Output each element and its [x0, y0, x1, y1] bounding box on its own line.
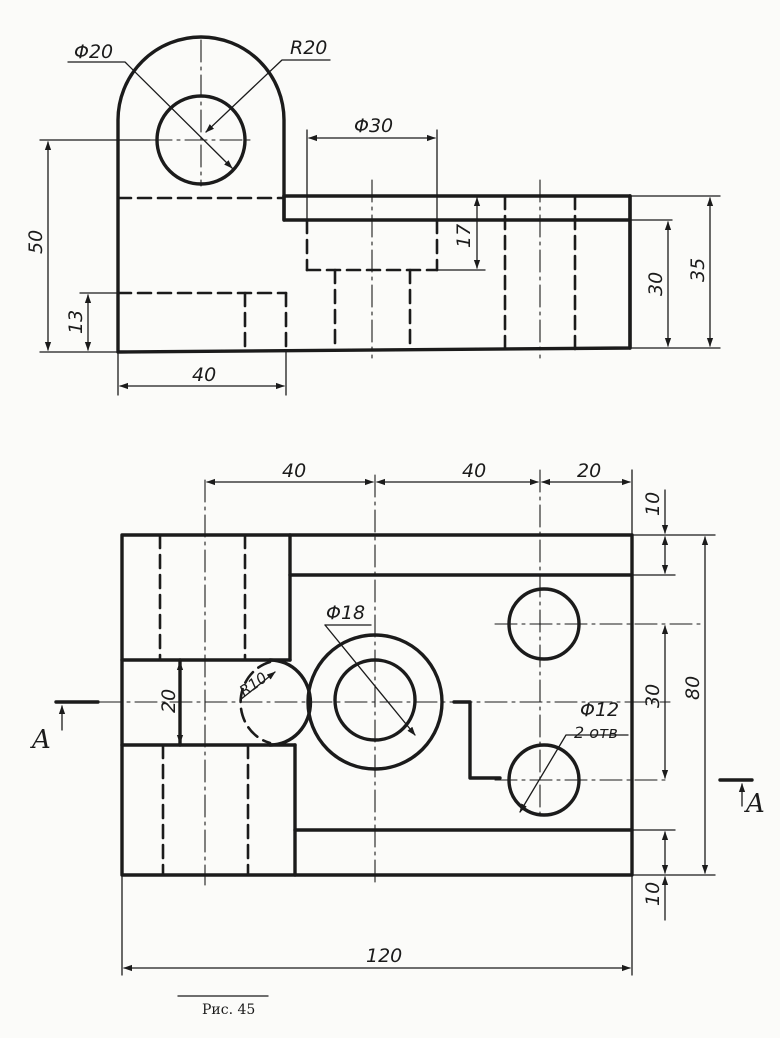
figure-caption: Рис. 45 — [202, 1002, 255, 1018]
section-marker-right — [718, 778, 754, 807]
front-axis-lines — [149, 39, 541, 359]
dim-front-r20: R20 — [290, 37, 327, 59]
dim-front-h30: 30 — [645, 272, 667, 296]
front-dimension-lines — [44, 59, 714, 390]
dim-top-h80: 80 — [682, 676, 704, 700]
dim-top-h10-bot: 10 — [642, 882, 664, 906]
dim-front-w40: 40 — [192, 364, 216, 386]
dim-top-w120: 120 — [366, 945, 402, 967]
top-axis-lines — [99, 469, 701, 886]
front-hidden-lines — [116, 194, 577, 354]
top-left-blocks — [120, 533, 313, 877]
section-label-left: A — [30, 725, 51, 755]
front-view-outline — [116, 35, 632, 354]
section-marker-left — [54, 700, 100, 731]
dim-top-h30: 30 — [642, 684, 664, 708]
dim-top-d12-qty: 2 отв — [574, 723, 618, 742]
top-view: A A 40 40 20 10 10 Φ18 R10 20 30 80 Φ12 … — [30, 460, 765, 976]
dim-top-d12: Φ12 — [580, 699, 619, 721]
front-extension-lines — [39, 129, 721, 396]
dim-front-h35: 35 — [687, 258, 709, 282]
dim-top-w40a: 40 — [282, 460, 306, 482]
dim-front-h17: 17 — [453, 224, 475, 248]
dim-top-h10-top: 10 — [642, 492, 664, 516]
top-view-outline — [120, 533, 634, 877]
front-view: Φ20 R20 Φ30 50 13 40 17 30 35 — [25, 35, 721, 396]
dim-front-d20: Φ20 — [74, 41, 113, 63]
dim-front-h50: 50 — [25, 230, 47, 254]
top-dimension-lines — [123, 478, 709, 972]
top-extension-lines — [121, 469, 716, 976]
dim-top-g20: 20 — [158, 689, 180, 713]
section-path — [452, 700, 502, 780]
dim-top-w20: 20 — [577, 460, 601, 482]
dim-top-d18: Φ18 — [326, 602, 365, 624]
section-label-right: A — [744, 789, 765, 819]
dim-front-d30: Φ30 — [354, 115, 393, 137]
dim-top-w40b: 40 — [462, 460, 486, 482]
dim-front-h13: 13 — [65, 310, 87, 334]
